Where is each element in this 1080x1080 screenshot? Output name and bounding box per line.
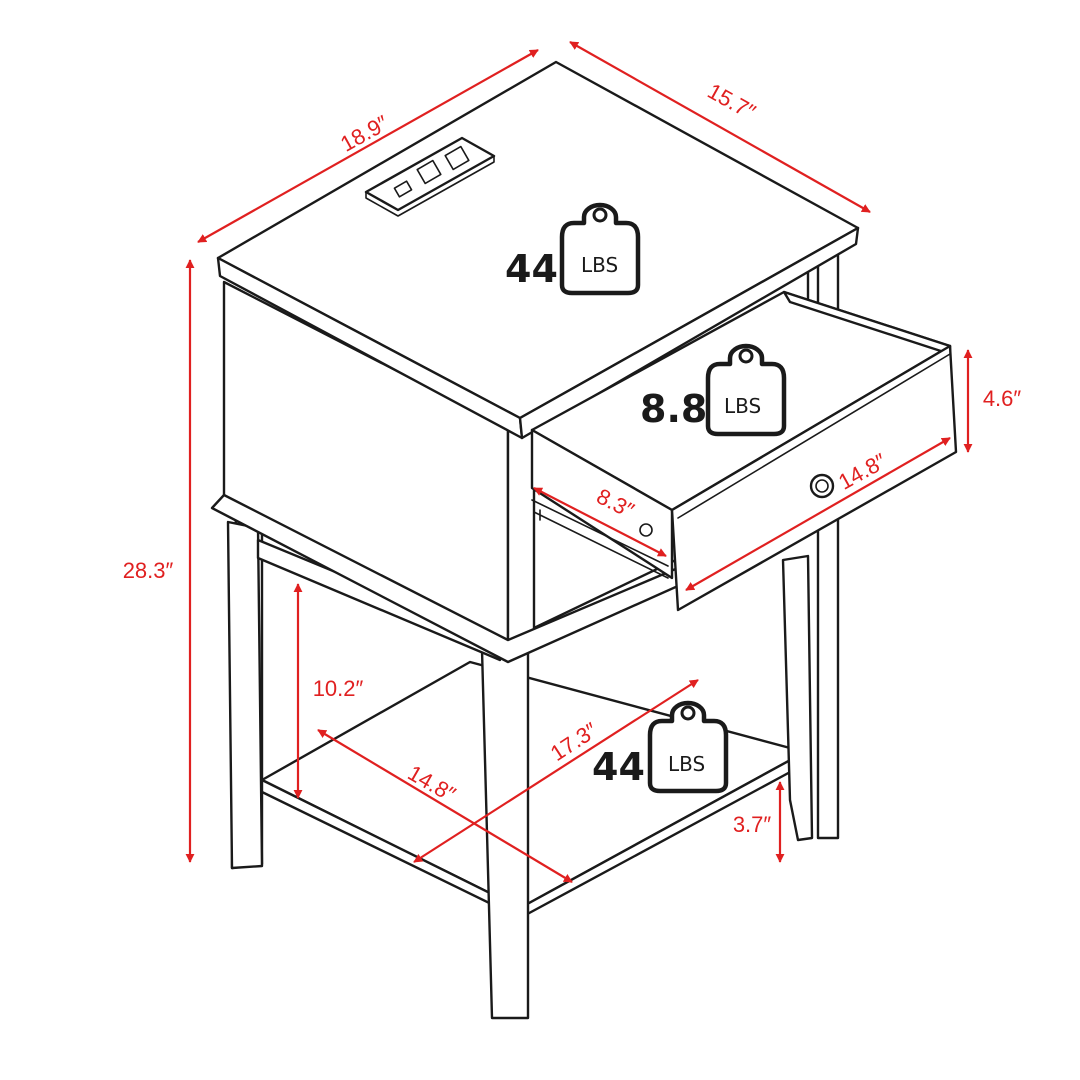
dim-total-height-label: 28.3″ <box>123 558 174 583</box>
table-top-side-edge <box>518 226 860 440</box>
dim-shelf-clearance-label: 10.2″ <box>313 676 364 701</box>
weight-top-value: 44 <box>505 247 558 291</box>
dim-top-width-line <box>197 49 539 243</box>
weight-drawer-value: 8.8 <box>640 387 707 431</box>
dim-top-width-label: 18.9″ <box>336 110 393 157</box>
front-left-leg <box>480 648 530 1020</box>
weight-drawer-unit: LBS <box>724 394 761 418</box>
weight-top-unit: LBS <box>581 253 618 277</box>
weight-icon <box>705 343 787 437</box>
left-leg <box>226 520 264 870</box>
nightstand-drawing <box>210 60 958 1020</box>
drawer-knob-icon <box>809 473 835 499</box>
dim-shelf-floor-label: 3.7″ <box>733 812 772 837</box>
dimension-lines <box>185 41 973 883</box>
dim-drawer-width-line <box>685 437 951 591</box>
dim-drawer-height-label: 4.6″ <box>983 386 1022 411</box>
weight-badge-drawer: 8.8 LBS <box>640 343 787 437</box>
front-right-leg <box>781 554 814 842</box>
dim-top-depth-label: 15.7″ <box>703 78 760 125</box>
dim-shelf-depth-line <box>413 679 699 863</box>
weight-shelf-value: 44 <box>592 745 645 789</box>
dim-top-depth-line <box>569 41 871 213</box>
weight-shelf-unit: LBS <box>668 752 705 776</box>
dim-drawer-depth-line <box>533 487 667 557</box>
